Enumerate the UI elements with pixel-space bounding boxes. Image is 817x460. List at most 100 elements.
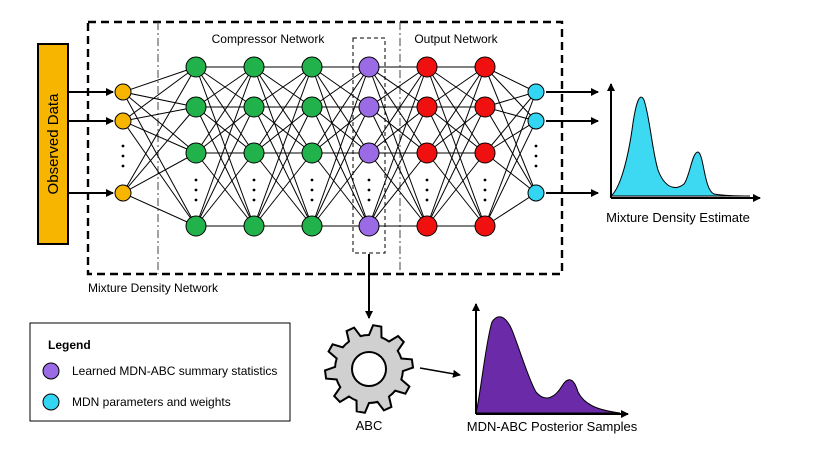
ellipsis-dot (483, 188, 487, 192)
mdn-output-node (527, 112, 545, 130)
network-edge (253, 152, 313, 227)
posterior-density-curve (475, 316, 621, 414)
output-node (416, 56, 438, 78)
network-edge (484, 120, 537, 227)
compressor-node (301, 96, 323, 118)
ellipsis-dot (310, 188, 314, 192)
mdn-frame (86, 20, 564, 276)
legend-box (29, 322, 291, 422)
compressor-node (301, 56, 323, 78)
output-node (416, 96, 438, 118)
network-edge (311, 66, 370, 227)
network-edge (368, 152, 428, 227)
ellipsis-dot (367, 198, 371, 202)
network-edge (253, 106, 313, 154)
io-arrows (68, 88, 599, 197)
ellipsis-dot (425, 198, 429, 202)
compressor-node (243, 96, 265, 118)
network-edge (122, 192, 197, 227)
ellipsis-dot (252, 188, 256, 192)
legend-label-mdn-parameters: MDN parameters and weights (72, 395, 231, 409)
network-nodes (114, 56, 545, 237)
ellipsis-dot (310, 198, 314, 202)
compressor-node (185, 142, 207, 164)
gear-icon (323, 324, 415, 414)
network-edge (253, 66, 313, 154)
input-node (114, 83, 132, 101)
compressor-node (243, 142, 265, 164)
ellipsis-dot (121, 154, 125, 158)
ellipsis-dot (534, 154, 538, 158)
network-edge (122, 120, 197, 154)
legend-swatch-mdn-parameters (42, 393, 60, 411)
legend-title: Legend (48, 338, 91, 352)
ellipsis-dot (534, 144, 538, 148)
estimate-density-curve (609, 96, 751, 197)
mixture-density-estimate: Mixture Density Estimate (606, 83, 761, 225)
gear-hole (351, 351, 387, 387)
ellipsis-dot (310, 178, 314, 182)
output-node (474, 215, 496, 237)
compressor-node (301, 215, 323, 237)
network-edge (426, 152, 486, 227)
network-edge (368, 106, 428, 227)
ellipsis-dot (483, 178, 487, 182)
network-edge (426, 106, 486, 154)
network-edge (195, 106, 255, 154)
network-edge (484, 66, 537, 194)
network-edge (122, 66, 197, 194)
output-node (474, 96, 496, 118)
summary-node (358, 96, 380, 118)
network-edge (253, 66, 313, 227)
mixture-density-estimate-label: Mixture Density Estimate (606, 210, 750, 225)
posterior-samples-label: MDN-ABC Posterior Samples (467, 419, 638, 434)
network-edge (195, 66, 255, 227)
network-edge (426, 66, 486, 227)
network-edge (195, 152, 255, 227)
network-edge (122, 91, 197, 154)
network-edge (368, 66, 428, 154)
ellipsis-dot (534, 164, 538, 168)
network-edge (122, 66, 197, 122)
mdn-output-node (527, 83, 545, 101)
network-edge (195, 66, 255, 108)
network-edge (122, 91, 197, 227)
network-edge (195, 66, 255, 154)
output-node (474, 142, 496, 164)
summary-statistics-box (352, 37, 386, 254)
network-edge (122, 91, 197, 108)
network-edge (311, 66, 370, 154)
network-edge (122, 66, 197, 93)
network-edge (368, 66, 428, 227)
compressor-node (185, 96, 207, 118)
network-edge (484, 91, 537, 154)
output-node (416, 215, 438, 237)
network-edge (311, 106, 370, 154)
output-network-label: Output Network (414, 32, 498, 46)
ellipsis-dot (367, 188, 371, 192)
legend: Legend Learned MDN-ABC summary statistic… (29, 322, 291, 422)
network-edge (484, 106, 537, 194)
abc-label: ABC (356, 418, 383, 433)
compressor-node (185, 56, 207, 78)
network-edge (368, 106, 428, 154)
network-edge (368, 66, 428, 108)
compressor-node (185, 215, 207, 237)
mdn-label: Mixture Density Network (88, 281, 219, 295)
output-node (416, 142, 438, 164)
compressor-network-label: Compressor Network (212, 32, 326, 46)
ellipsis-dot (194, 178, 198, 182)
network-edge (426, 106, 486, 227)
input-node (114, 112, 132, 130)
network-edge (426, 66, 486, 108)
ellipsis-dot (194, 188, 198, 192)
ellipsis-dot (483, 198, 487, 202)
network-edge (122, 152, 197, 194)
ellipsis-dot (121, 164, 125, 168)
network-edge (122, 106, 197, 122)
legend-label-summary-statistics: Learned MDN-ABC summary statistics (72, 364, 277, 378)
output-node (474, 56, 496, 78)
network-edge (311, 66, 370, 108)
network-edge (484, 66, 537, 122)
mdn-output-node (527, 184, 545, 202)
